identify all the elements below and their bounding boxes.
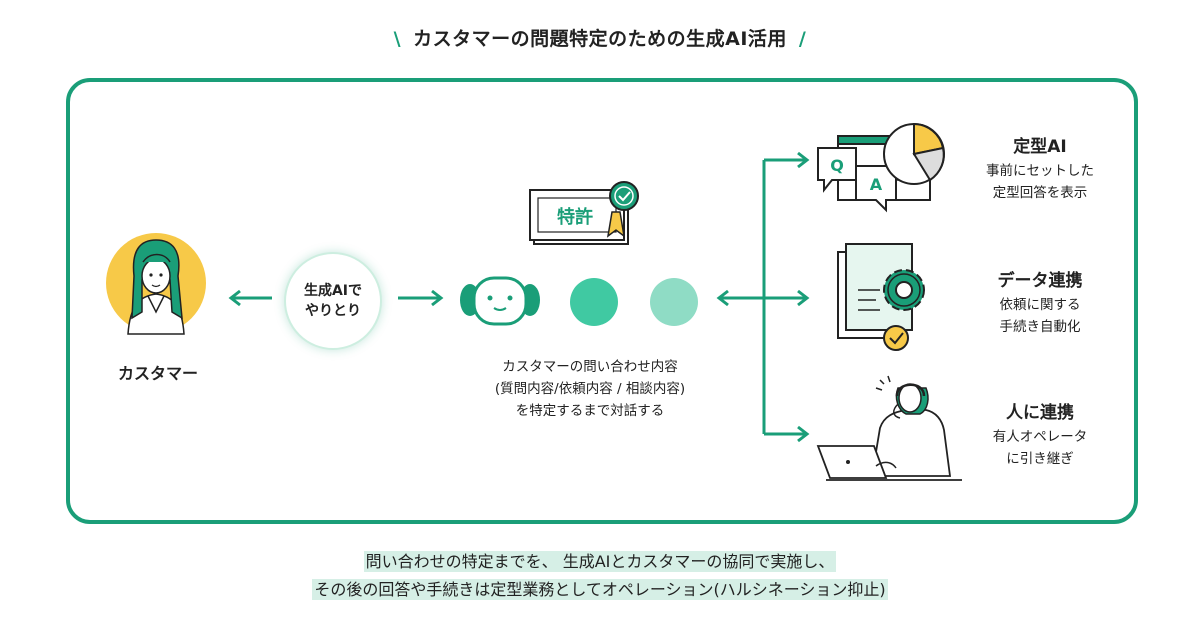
branch-connector (762, 151, 810, 443)
output-desc-data-link: 依頼に関する 手続き自動化 (960, 294, 1120, 338)
bubble-line-1: 生成AIで (303, 283, 363, 299)
output-title-human-handoff: 人に連携 (1006, 403, 1074, 423)
diagram-title: \ カスタマーの問題特定のための生成AI活用 / (0, 24, 1200, 51)
arrow-to-customer (228, 289, 272, 307)
title-slash-right: / (798, 28, 807, 50)
qa-chat-icon: Q A (817, 122, 945, 213)
bottom-summary-line-1: 問い合わせの特定までを、 生成AIとカスタマーの協同で実施し、 (363, 551, 837, 572)
q-label: Q (830, 156, 844, 175)
ai-chat-bubble: 生成AIで やりとり (284, 252, 382, 350)
output-desc-human-handoff: 有人オペレータ に引き継ぎ (960, 426, 1120, 470)
operator-person-icon (816, 375, 962, 481)
arrow-to-ai (398, 289, 444, 307)
output-desc-data-link-line-2: 手続き自動化 (999, 319, 1081, 335)
output-desc-human-handoff-line-1: 有人オペレータ (992, 429, 1088, 445)
dialog-description-line-3: を特定するまで対話する (515, 403, 665, 419)
title-slash-left: \ (393, 28, 402, 50)
output-desc-human-handoff-line-2: に引き継ぎ (1006, 451, 1074, 467)
dialog-description-line-1: カスタマーの問い合わせ内容 (502, 359, 678, 375)
bubble-line-2: やりとり (305, 303, 361, 319)
dialog-description: カスタマーの問い合わせ内容 (質問内容/依頼内容 / 相談内容) を特定するまで… (440, 356, 740, 422)
output-title-data-link: データ連携 (997, 271, 1083, 291)
dialog-description-line-2: (質問内容/依頼内容 / 相談内容) (494, 381, 686, 397)
document-gear-icon (837, 243, 925, 351)
bottom-summary: 問い合わせの特定までを、 生成AIとカスタマーの協同で実施し、 その後の回答や手… (0, 548, 1200, 604)
ai-mascot-icon (460, 276, 540, 326)
output-desc-fixed-ai: 事前にセットした 定型回答を表示 (960, 160, 1120, 204)
output-title-fixed-ai: 定型AI (1013, 137, 1067, 157)
output-desc-fixed-ai-line-2: 定型回答を表示 (992, 185, 1088, 201)
a-label: A (870, 175, 883, 194)
output-desc-fixed-ai-line-1: 事前にセットした (986, 163, 1094, 179)
diagram-frame (66, 78, 1138, 524)
customer-avatar-icon (106, 233, 206, 335)
patent-certificate-icon: 特許 (529, 181, 639, 245)
bottom-summary-line-2: その後の回答や手続きは定型業務としてオペレーション(ハルシネーション抑止) (312, 579, 888, 600)
customer-label: カスタマー (117, 364, 198, 383)
dialog-dot-light (650, 278, 698, 326)
dialog-dot-dark (570, 278, 618, 326)
title-text: カスタマーの問題特定のための生成AI活用 (413, 28, 787, 50)
patent-label: 特許 (557, 206, 593, 228)
output-desc-data-link-line-1: 依頼に関する (999, 297, 1081, 313)
